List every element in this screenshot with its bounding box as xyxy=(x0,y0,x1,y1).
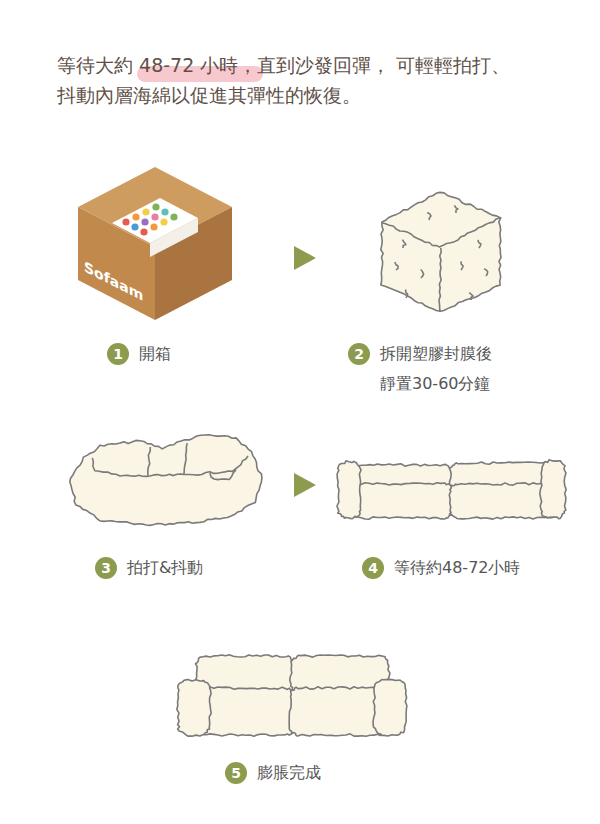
step-box: 1 開箱 xyxy=(70,160,270,370)
step-box: 5 膨脹完成 xyxy=(170,645,415,790)
step-box: 4 等待約48-72小時 xyxy=(335,450,570,585)
step-number: 3 xyxy=(95,557,117,579)
step-box: 3 拍打&抖動 xyxy=(60,425,275,585)
heading: 等待大約 48-72 小時，直到沙發回彈， 可輕輕拍打、抖動內層海綿以促進其彈性… xyxy=(57,50,537,111)
step-caption: 3拍打&抖動 xyxy=(95,557,203,583)
step-arrow xyxy=(270,258,340,259)
step-box: 2 拆開塑膠封膜後 靜置30-60分鐘 xyxy=(340,160,540,403)
step-caption: 2拆開塑膠封膜後 靜置30-60分鐘 xyxy=(348,343,530,399)
step-number: 2 xyxy=(348,343,370,365)
step-label: 等待約48-72小時 xyxy=(394,553,521,583)
step-arrow xyxy=(275,485,335,486)
step-caption: 4等待約48-72小時 xyxy=(362,557,521,583)
sofa-sketches xyxy=(70,192,566,736)
step-caption: 5膨脹完成 xyxy=(225,762,321,788)
step-number: 4 xyxy=(362,557,384,579)
step-number: 1 xyxy=(107,343,129,365)
step-number: 5 xyxy=(225,762,247,784)
step-label: 膨脹完成 xyxy=(257,758,321,788)
step-caption: 1開箱 xyxy=(107,343,171,369)
step-label: 拆開塑膠封膜後 靜置30-60分鐘 xyxy=(380,339,530,399)
cardboard-box xyxy=(78,167,232,320)
step-label: 拍打&抖動 xyxy=(127,553,203,583)
step-label: 開箱 xyxy=(139,339,171,369)
